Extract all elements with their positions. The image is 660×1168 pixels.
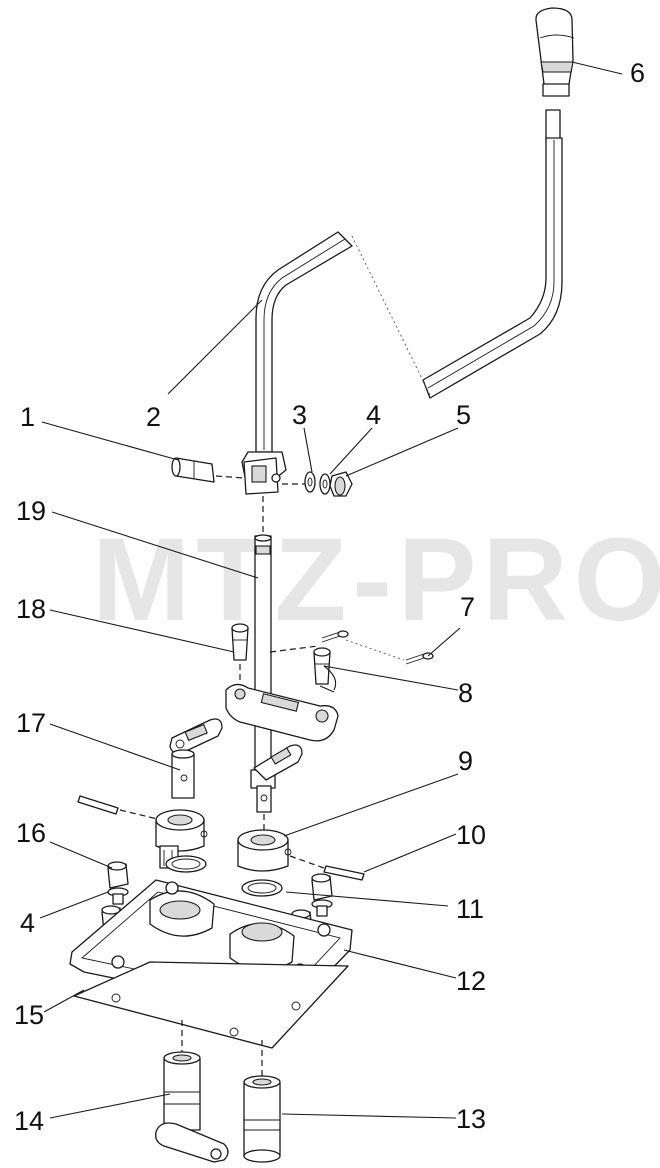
assembly-line xyxy=(345,639,405,661)
callouts: 1 2 3 4 5 6 7 8 9 10 11 12 13 14 15 16 4… xyxy=(14,58,645,1136)
axis-line xyxy=(269,645,319,653)
part-8-link xyxy=(225,683,339,742)
part-9-sleeve-right xyxy=(237,829,292,872)
part-10-roll-pin xyxy=(77,795,365,881)
callout-8: 8 xyxy=(458,678,473,708)
part-17-selector-arm xyxy=(169,718,223,799)
callout-4: 4 xyxy=(366,400,381,430)
part-6-lever-with-knob xyxy=(422,7,575,399)
callout-3: 3 xyxy=(292,400,307,430)
callout-9: 9 xyxy=(458,746,473,776)
callout-12: 12 xyxy=(456,966,486,996)
callout-5: 5 xyxy=(456,400,471,430)
part-16-bolt xyxy=(311,873,333,917)
part-9-sleeve-left xyxy=(155,809,208,852)
part-17-selector-arm-right xyxy=(253,744,303,781)
part-1-pin xyxy=(171,457,215,483)
part-15-gasket xyxy=(73,961,349,1049)
part-7-cotter-pin xyxy=(321,630,434,665)
part-4-spring-washer xyxy=(319,473,331,495)
callout-13: 13 xyxy=(456,1104,486,1134)
part-11-o-ring xyxy=(165,855,283,897)
callout-16: 16 xyxy=(16,818,46,848)
callout-15: 15 xyxy=(14,1000,44,1030)
part-18-pin xyxy=(231,623,249,661)
callout-18: 18 xyxy=(16,594,46,624)
part-3-washer xyxy=(304,471,316,493)
leader-lines xyxy=(39,61,623,1119)
assembly-line xyxy=(351,235,431,396)
watermark-text: MTZ-PRO xyxy=(92,514,660,646)
callout-6: 6 xyxy=(630,58,645,88)
part-18-pin-right xyxy=(313,647,331,685)
axis-line xyxy=(289,855,325,869)
callout-7: 7 xyxy=(460,592,475,622)
axis-line xyxy=(215,475,245,479)
part-2-bent-lever xyxy=(241,231,353,495)
callout-4-lower: 4 xyxy=(20,908,35,938)
part-16-bolt xyxy=(107,861,129,905)
part-14-bushing-lever xyxy=(155,1051,229,1163)
callout-17: 17 xyxy=(16,708,46,738)
part-13-bushing xyxy=(243,1075,281,1163)
callout-19: 19 xyxy=(16,496,46,526)
callout-14: 14 xyxy=(14,1106,44,1136)
callout-1: 1 xyxy=(20,402,35,432)
callout-11: 11 xyxy=(456,894,484,924)
callout-10: 10 xyxy=(456,820,486,850)
part-5-nut xyxy=(329,471,353,497)
callout-2: 2 xyxy=(146,402,161,432)
